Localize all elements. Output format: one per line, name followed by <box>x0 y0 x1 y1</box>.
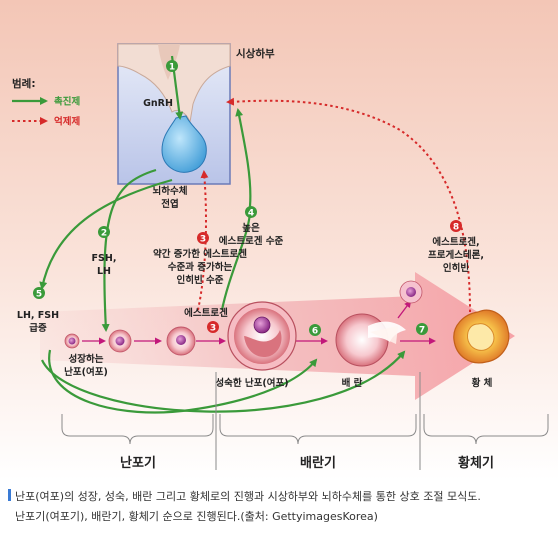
svg-text:6: 6 <box>312 327 318 337</box>
step-badge-3a: 3 <box>197 232 209 245</box>
ovulating-follicle <box>335 313 406 367</box>
promote-arrow-ovulation <box>41 350 406 413</box>
promote-arrow-fsh-lh <box>101 168 157 332</box>
svg-text:2: 2 <box>101 229 107 239</box>
luteal-phase-label: 황체기 <box>458 455 494 471</box>
released-egg <box>399 280 423 304</box>
svg-text:7: 7 <box>419 326 425 336</box>
pituitary-label-line2: 전엽 <box>161 198 178 210</box>
promote-arrow-to-hypothalamus <box>235 108 252 207</box>
step-badge-2: 2 <box>98 226 110 239</box>
step-badge-6: 6 <box>309 324 321 337</box>
svg-text:8: 8 <box>453 223 459 233</box>
caption-accent-bar <box>8 489 11 501</box>
hypothalamus-label: 시상하부 <box>236 47 275 60</box>
legend-inhibit-label: 억제제 <box>54 116 80 128</box>
slight-estrogen-label-line3: 인히빈 수준 <box>176 274 223 286</box>
ovulatory-bracket <box>219 414 417 445</box>
growing-follicle <box>108 329 132 353</box>
high-estrogen-label-line1: 높은 <box>242 223 260 234</box>
promote-arrow-surge <box>39 178 173 290</box>
surge-label-line1: LH, FSH <box>17 310 59 321</box>
fsh-lh-label-line2: LH <box>97 266 111 277</box>
watermark-logo: NAVER <box>507 467 550 478</box>
phase-brackets <box>61 414 549 445</box>
corpus-luteum <box>453 309 510 364</box>
inhibit-arrow-inhibin <box>197 170 209 311</box>
corpus-hormones-label-line3: 인히빈 <box>443 262 469 274</box>
svg-text:5: 5 <box>36 290 42 300</box>
follicular-bracket <box>61 414 214 445</box>
luteal-bracket <box>423 414 549 445</box>
surge-label-line2: 급증 <box>29 323 47 334</box>
growing-follicle-label-line2: 난포(여포) <box>64 366 108 378</box>
follicular-phase-label: 난포기 <box>120 456 156 471</box>
promote-arrow-maturation <box>48 349 318 414</box>
figure-caption: 난포(여포)의 성장, 성숙, 배란 그리고 황체로의 진행과 시상하부와 뇌하… <box>8 487 553 527</box>
egg-release-arrow <box>397 300 412 319</box>
svg-text:3: 3 <box>210 324 216 334</box>
slight-estrogen-label-line1: 약간 증가한 에스트로겐 <box>153 248 247 260</box>
step-badges: 1 2 3 3 4 5 6 7 8 <box>33 60 462 337</box>
primordial-follicle <box>64 333 80 349</box>
inhibit-arrow-luteal <box>226 97 471 313</box>
step-badge-4: 4 <box>245 206 257 219</box>
legend-title: 범례: <box>12 77 36 90</box>
corpus-luteum-label: 황 체 <box>472 377 493 389</box>
ovulation-label: 배 란 <box>342 377 363 389</box>
mature-follicle-label: 성숙한 난포(여포) <box>215 377 288 389</box>
estrogen-label: 에스트로겐 <box>184 307 228 319</box>
fsh-lh-label-line1: FSH, <box>92 253 117 264</box>
svg-text:1: 1 <box>169 63 175 73</box>
growing-follicle-label-line1: 성장하는 <box>69 353 104 365</box>
pituitary-label-line1: 뇌하수체 <box>153 185 188 197</box>
slight-estrogen-label-line2: 수준과 증가하는 <box>168 261 233 273</box>
step-badge-5: 5 <box>33 287 45 300</box>
mature-follicle <box>227 301 297 371</box>
step-badge-8: 8 <box>450 220 462 233</box>
svg-text:4: 4 <box>248 209 254 219</box>
caption-line-2: 난포기(여포기), 배란기, 황체기 순으로 진행된다.(출처: Gettyim… <box>15 510 378 523</box>
svg-text:3: 3 <box>200 235 206 245</box>
caption-line-1: 난포(여포)의 성장, 성숙, 배란 그리고 황체로의 진행과 시상하부와 뇌하… <box>8 487 553 507</box>
legend-promote-label: 촉진제 <box>54 96 80 108</box>
step-badge-7: 7 <box>416 323 428 336</box>
corpus-hormones-label-line2: 프로게스테론, <box>428 249 484 261</box>
secondary-follicle <box>166 326 196 356</box>
step-badge-1: 1 <box>166 60 178 73</box>
step-badge-3b: 3 <box>207 321 219 334</box>
corpus-hormones-label-line1: 에스트로겐, <box>432 236 479 248</box>
legend: 범례: 촉진제 억제제 <box>12 77 80 128</box>
anterior-pituitary <box>161 115 207 173</box>
ovulatory-phase-label: 배란기 <box>300 455 336 471</box>
high-estrogen-label-line2: 에스트로겐 수준 <box>219 235 284 247</box>
gnrh-label: GnRH <box>143 98 173 109</box>
